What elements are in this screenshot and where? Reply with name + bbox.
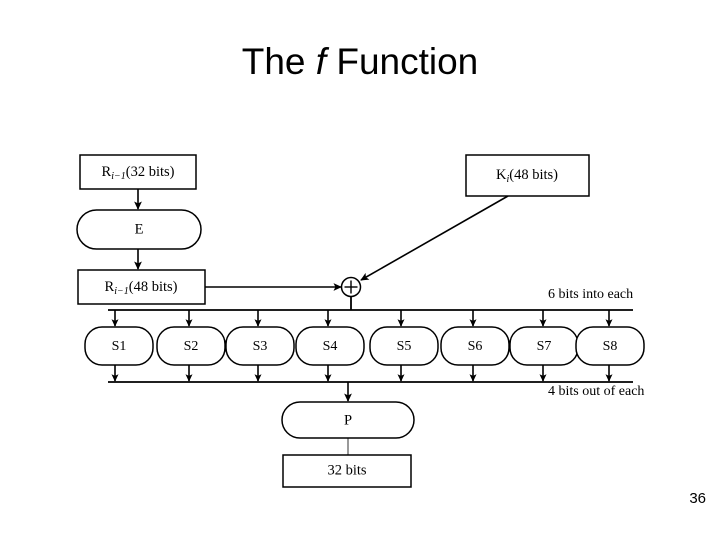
title-suffix: Function: [326, 41, 479, 82]
sbox-s3-label: S3: [253, 339, 268, 354]
node-r-expanded-base: R: [105, 279, 115, 295]
sbox-s2-label: S2: [184, 339, 199, 354]
title-prefix: The: [241, 41, 316, 82]
node-p-permutation[interactable]: P: [281, 401, 415, 439]
page-number: 36: [689, 490, 706, 507]
sbox-s1[interactable]: S1: [84, 326, 154, 366]
node-e-label: E: [135, 221, 144, 237]
sbox-s7-label: S7: [537, 339, 552, 354]
node-r-input-suffix: (32 bits): [126, 164, 175, 180]
node-round-key-base: K: [496, 167, 507, 183]
node-output-32bits-label: 32 bits: [327, 462, 366, 478]
sbox-s5[interactable]: S5: [369, 326, 439, 366]
node-r-expanded[interactable]: Ri−1(48 bits): [77, 269, 206, 305]
node-round-key-label: Ki(48 bits): [496, 167, 558, 185]
sbox-s3[interactable]: S3: [225, 326, 295, 366]
sbox-output-drops: [111, 365, 613, 382]
title-italic-f: f: [315, 41, 327, 82]
page-title: The f Function: [0, 40, 720, 84]
sbox-s4[interactable]: S4: [295, 326, 365, 366]
node-r-expanded-suffix: (48 bits): [129, 279, 178, 295]
node-r-input-label: Ri−1(32 bits): [102, 164, 175, 182]
node-r-input-base: R: [102, 164, 112, 180]
sbox-s7[interactable]: S7: [509, 326, 579, 366]
sbox-s2[interactable]: S2: [156, 326, 226, 366]
annotation-bits-out-of-each: 4 bits out of each: [548, 384, 644, 399]
node-p-label: P: [344, 412, 352, 428]
sbox-input-drops: [111, 310, 613, 327]
connector-k-to-xor: [360, 195, 509, 281]
node-output-32bits[interactable]: 32 bits: [282, 454, 412, 488]
annotation-bits-into-each: 6 bits into each: [548, 287, 633, 302]
sbox-s5-label: S5: [397, 339, 412, 354]
node-r-input-subscript: i−1: [111, 171, 126, 182]
node-xor[interactable]: [340, 276, 362, 298]
node-round-key-suffix: (48 bits): [509, 167, 558, 183]
sbox-s8[interactable]: S8: [575, 326, 645, 366]
sbox-s6[interactable]: S6: [440, 326, 510, 366]
node-r-expanded-subscript: i−1: [114, 286, 129, 297]
sbox-s1-label: S1: [112, 339, 127, 354]
sbox-row: S1 S2 S3 S4 S5: [84, 326, 645, 366]
sbox-s8-label: S8: [603, 339, 618, 354]
node-r-input[interactable]: Ri−1(32 bits): [79, 154, 197, 190]
node-r-expanded-label: Ri−1(48 bits): [105, 279, 178, 297]
sbox-s6-label: S6: [468, 339, 483, 354]
node-round-key-subscript: i: [506, 174, 509, 185]
sbox-s4-label: S4: [323, 339, 338, 354]
node-e-expansion[interactable]: E: [76, 209, 202, 250]
node-round-key[interactable]: Ki(48 bits): [465, 154, 590, 197]
